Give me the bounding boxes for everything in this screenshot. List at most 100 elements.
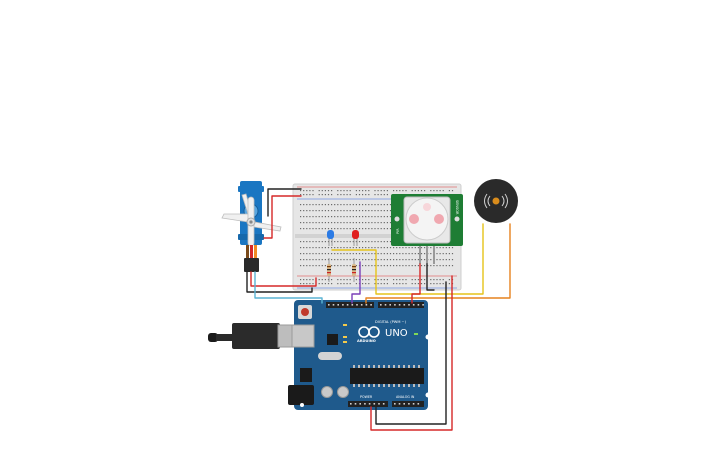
hole	[318, 216, 320, 218]
wire-servo-red-top[interactable]	[263, 195, 302, 239]
hole	[337, 204, 339, 206]
hole	[368, 283, 370, 285]
wire-pir-black[interactable]	[426, 263, 435, 291]
hole	[318, 190, 320, 192]
hole	[309, 210, 311, 212]
hole	[303, 241, 305, 243]
hole	[377, 247, 379, 249]
pir-pin-1	[419, 246, 421, 264]
hole	[389, 210, 392, 212]
wire-servo-black[interactable]	[246, 271, 313, 293]
servo-horn[interactable]	[221, 193, 282, 247]
hole	[327, 204, 330, 206]
hole	[377, 190, 379, 192]
hole	[451, 190, 454, 192]
hole	[411, 253, 413, 255]
hole	[377, 241, 379, 243]
hole	[321, 253, 323, 255]
hole	[436, 279, 438, 281]
wire-servo-cyan[interactable]	[254, 271, 323, 304]
hole	[312, 222, 314, 224]
hole	[343, 216, 345, 218]
hole	[355, 204, 357, 206]
hole	[337, 210, 339, 212]
hole	[337, 222, 339, 224]
hole	[312, 241, 314, 243]
pir-sensor[interactable]: PIR SENSOR	[391, 194, 463, 264]
hole	[303, 265, 305, 267]
wire-bottom-black[interactable]	[375, 281, 447, 425]
hole	[355, 259, 357, 261]
hole	[374, 265, 376, 267]
hole	[331, 210, 333, 212]
hole	[408, 265, 410, 267]
logo-infinity-right	[368, 326, 380, 338]
hole	[374, 259, 376, 261]
hole	[309, 253, 311, 255]
hole	[386, 259, 388, 261]
hole	[399, 247, 401, 249]
pir-dome	[405, 197, 449, 241]
hole	[388, 384, 390, 387]
wire-orange[interactable]	[365, 223, 511, 304]
power-jack	[288, 385, 314, 405]
hole	[343, 253, 345, 255]
hole	[303, 253, 305, 255]
piezo-buzzer[interactable]	[474, 179, 518, 223]
led-blue[interactable]	[327, 230, 334, 246]
pir-left-label: PIR	[396, 228, 400, 234]
hole	[451, 247, 454, 249]
hole	[327, 228, 330, 230]
wire-yellow[interactable]	[331, 223, 484, 295]
hole	[321, 204, 323, 206]
hole	[365, 259, 367, 261]
voltage-regulator	[300, 368, 312, 382]
hole	[368, 259, 370, 261]
hole	[445, 247, 447, 249]
resistor-2[interactable]	[352, 258, 356, 282]
hole	[414, 259, 416, 261]
hole	[324, 279, 326, 281]
hole	[371, 241, 373, 243]
hole	[315, 222, 317, 224]
hole	[358, 222, 361, 224]
hole	[439, 190, 441, 192]
hole	[355, 265, 357, 267]
hole	[377, 216, 379, 218]
hole	[358, 216, 361, 218]
hole	[362, 210, 364, 212]
hole	[368, 216, 370, 218]
hole	[342, 304, 344, 306]
hole	[374, 210, 376, 212]
hole	[430, 190, 432, 192]
hole	[414, 265, 416, 267]
hole	[383, 190, 385, 192]
hole	[340, 283, 342, 285]
hole	[386, 265, 388, 267]
hole	[331, 253, 333, 255]
hole	[380, 304, 382, 306]
hole	[405, 283, 407, 285]
resistor-1[interactable]	[327, 258, 331, 282]
hole	[318, 259, 320, 261]
hole	[439, 283, 441, 285]
hole	[324, 190, 326, 192]
hole	[352, 210, 354, 212]
hole	[436, 259, 438, 261]
led-red[interactable]	[352, 230, 359, 246]
wire-pir-red[interactable]	[411, 263, 421, 304]
analog-header-label: ANALOG IN	[396, 395, 415, 399]
reset-button[interactable]	[301, 308, 309, 316]
hole	[321, 210, 323, 212]
wire-servo-black-top[interactable]	[267, 188, 302, 217]
hole	[365, 190, 367, 192]
hole	[324, 194, 326, 196]
hole	[303, 210, 305, 212]
hole	[306, 222, 308, 224]
wire-servo-red[interactable]	[250, 271, 317, 287]
hole	[309, 259, 311, 261]
arduino-uno[interactable]: DIGITAL (PWM ~) POWER ANALOG IN ARDUINO …	[208, 300, 431, 410]
wire-purple[interactable]	[351, 261, 361, 304]
servo-motor[interactable]	[221, 181, 282, 272]
wire-bottom-red[interactable]	[370, 275, 453, 431]
